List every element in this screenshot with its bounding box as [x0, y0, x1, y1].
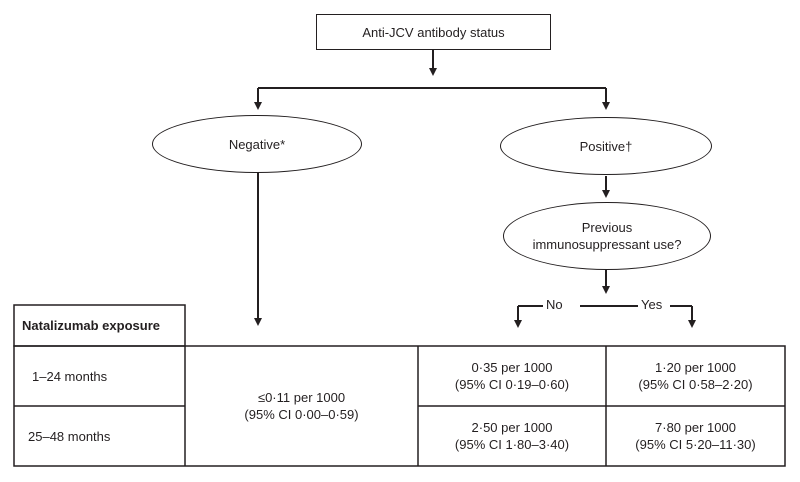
row1-no-ci: (95% CI 0·19–0·60) [454, 377, 570, 392]
no-label: No [546, 297, 563, 312]
row1-yes-value: 1·20 per 1000 [655, 360, 736, 375]
row-label-2: 25–48 months [28, 406, 110, 466]
row2-no-ci: (95% CI 1·80–3·40) [454, 437, 570, 452]
positive-label: Positive† [579, 138, 633, 154]
row2-yes-value: 7·80 per 1000 [655, 420, 736, 435]
row2-no-cell: 2·50 per 1000 (95% CI 1·80–3·40) [418, 406, 606, 466]
row-label-1: 1–24 months [32, 346, 107, 406]
question-line-1: Previous [581, 220, 633, 235]
row1-yes-cell: 1·20 per 1000 (95% CI 0·58–2·20) [606, 346, 785, 406]
row1-no-cell: 0·35 per 1000 (95% CI 0·19–0·60) [418, 346, 606, 406]
question-line-2: immunosuppressant use? [532, 237, 682, 252]
negative-risk-cell: ≤0·11 per 1000 (95% CI 0·00–0·59) [185, 346, 418, 466]
row2-yes-cell: 7·80 per 1000 (95% CI 5·20–11·30) [606, 406, 785, 466]
root-label: Anti-JCV antibody status [362, 24, 505, 40]
table-header: Natalizumab exposure [22, 305, 160, 346]
row1-no-value: 0·35 per 1000 [471, 360, 553, 375]
header-box [13, 304, 186, 347]
row-label-2-text: 25–48 months [28, 428, 111, 444]
yes-label: Yes [641, 297, 663, 312]
table-header-label: Natalizumab exposure [22, 318, 160, 333]
row2-no-value: 2·50 per 1000 [471, 420, 553, 435]
negative-label: Negative* [228, 136, 286, 152]
positive-oval: Positive† [500, 117, 712, 175]
row2-yes-ci: (95% CI 5·20–11·30) [635, 437, 756, 452]
negative-oval: Negative* [152, 115, 362, 173]
negative-risk-ci: (95% CI 0·00–0·59) [244, 407, 359, 422]
negative-risk-value: ≤0·11 per 1000 [257, 390, 346, 405]
question-oval: Previous immunosuppressant use? [503, 202, 711, 270]
row1-yes-ci: (95% CI 0·58–2·20) [638, 377, 753, 392]
root-box: Anti-JCV antibody status [316, 14, 551, 50]
row-label-1-text: 1–24 months [32, 368, 108, 384]
